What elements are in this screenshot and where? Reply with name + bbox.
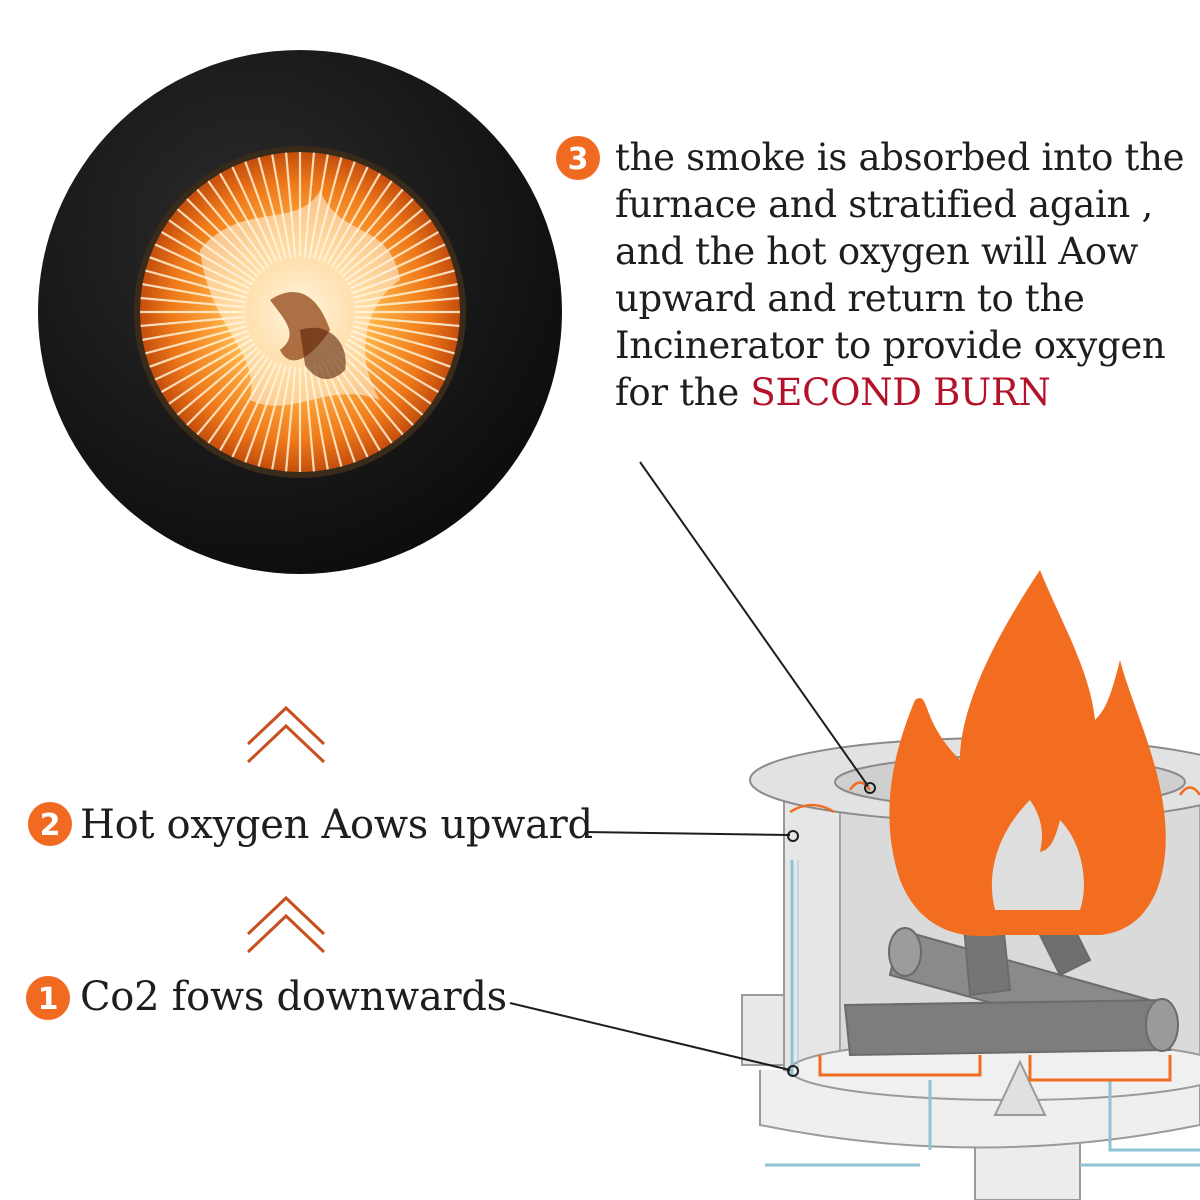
fire-ray <box>149 334 251 383</box>
step-3-badge: 3 <box>556 136 600 180</box>
fire-pit-flames-view <box>140 152 460 472</box>
airflow-lines <box>765 772 1200 1167</box>
chevron-up-icon <box>246 895 326 954</box>
fire-ray <box>172 346 259 419</box>
step-3-description: the smoke is absorbed into the furnace a… <box>615 134 1195 416</box>
fire-ray <box>144 329 249 370</box>
fire-pit-top-view <box>38 50 562 574</box>
fire-ray <box>352 325 460 356</box>
step-1-badge: 1 <box>26 976 70 1020</box>
step-2-label: Hot oxygen Aows upward <box>80 802 593 848</box>
fire-ray <box>349 334 451 383</box>
chevron-up-icon <box>246 705 326 764</box>
fire-ray <box>156 338 253 396</box>
step-1-number: 1 <box>38 982 59 1017</box>
fire-ray <box>140 325 248 356</box>
step-1-label: Co2 fows downwards <box>80 974 507 1020</box>
fire-ray <box>351 329 456 370</box>
flame-icon <box>889 570 1166 937</box>
fire-ray <box>353 320 460 342</box>
fire-ray <box>354 315 460 328</box>
step-2-badge: 2 <box>28 802 72 846</box>
second-burn-highlight: SECOND BURN <box>750 371 1051 414</box>
step-3-text: the smoke is absorbed into the furnace a… <box>615 136 1185 414</box>
step-2-number: 2 <box>40 808 61 843</box>
fire-ray <box>164 342 256 408</box>
step-3-number: 3 <box>568 142 589 177</box>
leader-lines <box>509 461 876 1077</box>
